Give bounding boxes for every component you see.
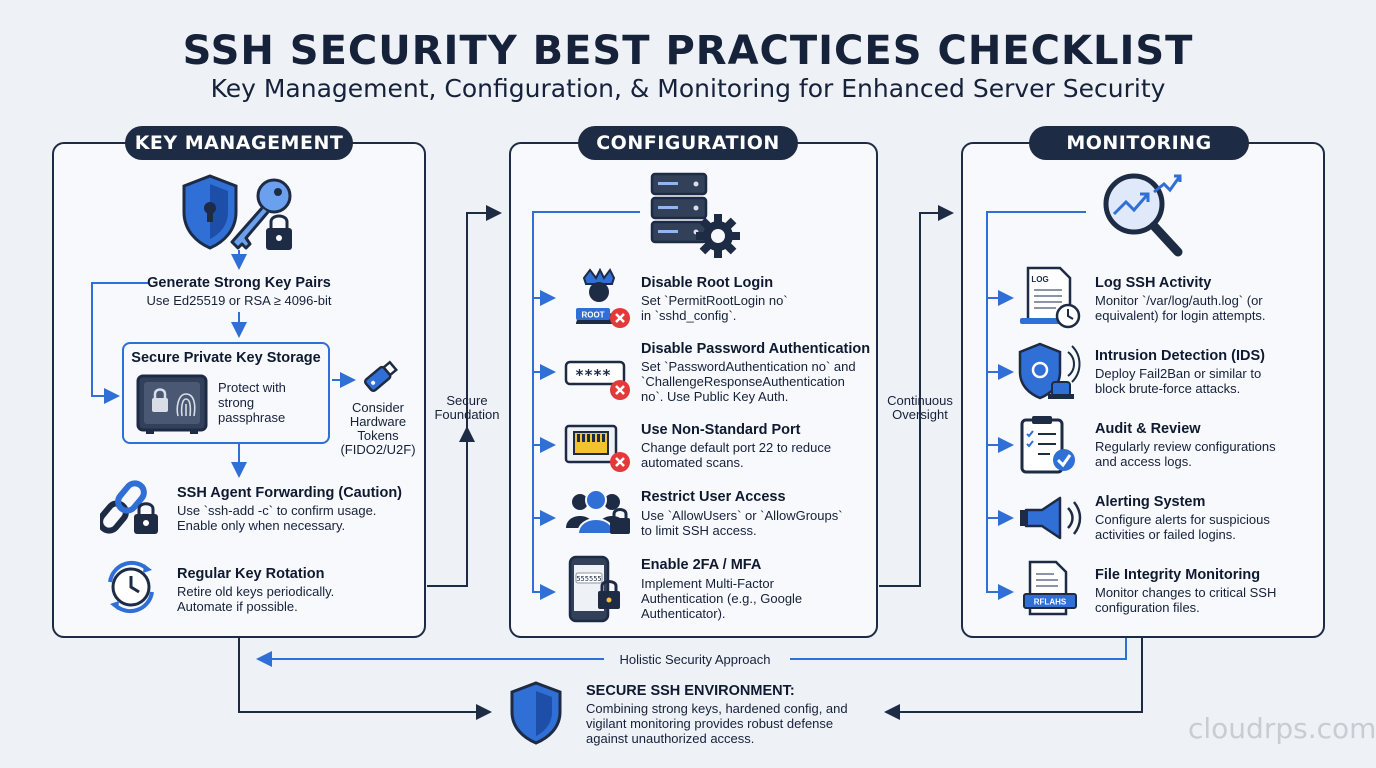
password-badge-text: **** — [575, 366, 611, 384]
password-field-blocked-icon: **** — [564, 360, 630, 400]
config-item-desc-2a: Change default port 22 to reduce — [641, 440, 832, 455]
secure-storage-title: Secure Private Key Storage — [131, 350, 321, 366]
continuous-oversight-line1: Continuous — [887, 393, 953, 408]
monitor-item-title-1: Intrusion Detection (IDS) — [1095, 348, 1265, 364]
agent-forwarding-title: SSH Agent Forwarding (Caution) — [177, 485, 403, 501]
server-gear-icon — [650, 172, 740, 258]
generate-key-desc: Use Ed25519 or RSA ≥ 4096-bit — [146, 293, 332, 308]
generate-key-title: Generate Strong Key Pairs — [147, 275, 331, 291]
root-user-blocked-icon: ROOT — [576, 268, 630, 328]
key-management-label: KEY MANAGEMENT — [125, 126, 353, 160]
clock-rotation-icon — [108, 560, 154, 614]
monitor-item-desc-4b: configuration files. — [1095, 600, 1200, 615]
footer-title: SECURE SSH ENVIRONMENT: — [586, 683, 795, 699]
monitoring-label: MONITORING — [1029, 126, 1249, 160]
watermark: cloudrps.com — [1188, 712, 1376, 745]
page-subtitle: Key Management, Configuration, & Monitor… — [210, 74, 1166, 103]
key-rotation-desc2: Automate if possible. — [177, 599, 298, 614]
hash-badge-text: RFLAHS — [1034, 598, 1067, 607]
storage-desc-line3: passphrase — [218, 410, 286, 425]
hardware-token-line1: Consider — [351, 400, 405, 415]
shield-icon — [510, 681, 562, 745]
config-item-title-3: Restrict User Access — [641, 489, 786, 505]
configuration-label: CONFIGURATION — [578, 126, 798, 160]
footer-desc1: Combining strong keys, hardened config, … — [586, 701, 848, 716]
phone-lock-icon: 555555 — [568, 555, 620, 623]
config-item-desc-3a: Use `AllowUsers` or `AllowGroups` — [641, 508, 843, 523]
config-item-desc-0a: Set `PermitRootLogin no` — [641, 293, 788, 308]
monitor-item-desc-1a: Deploy Fail2Ban or similar to — [1095, 366, 1262, 381]
monitor-item-desc-0b: equivalent) for login attempts. — [1095, 308, 1266, 323]
monitor-item-desc-0a: Monitor `/var/log/auth.log` (or — [1095, 293, 1263, 308]
storage-desc-line2: strong — [218, 395, 255, 410]
hardware-token-line2: Hardware — [349, 414, 407, 429]
config-item-desc-1a: Set `PasswordAuthentication no` and — [641, 359, 856, 374]
key-rotation-desc1: Retire old keys periodically. — [177, 584, 335, 599]
hardware-token-line4: (FIDO2/U2F) — [340, 442, 416, 457]
monitor-item-title-0: Log SSH Activity — [1095, 275, 1212, 291]
config-item-title-2: Use Non-Standard Port — [641, 422, 801, 438]
file-hash-icon: RFLAHS — [1023, 560, 1077, 616]
log-file-clock-icon: LOG — [1020, 266, 1081, 329]
agent-forwarding-desc2: Enable only when necessary. — [177, 518, 346, 533]
footer-desc3: against unauthorized access. — [586, 731, 755, 746]
config-item-title-0: Disable Root Login — [641, 275, 774, 291]
fingerprint-safe-icon — [136, 374, 208, 434]
mfa-badge-text: 555555 — [576, 575, 601, 583]
monitor-item-desc-4a: Monitor changes to critical SSH — [1095, 585, 1277, 600]
monitor-item-desc-3a: Configure alerts for suspicious — [1095, 512, 1270, 527]
log-badge-text: LOG — [1031, 275, 1048, 284]
monitor-item-desc-1b: block brute-force attacks. — [1095, 381, 1241, 396]
secure-foundation-line2: Foundation — [434, 407, 500, 422]
continuous-oversight-line2: Oversight — [892, 407, 948, 422]
page-title: SSH SECURITY BEST PRACTICES CHECKLIST — [182, 28, 1194, 74]
root-badge-text: ROOT — [581, 311, 604, 320]
config-item-desc-1b: `ChallengeResponseAuthentication — [641, 374, 845, 389]
config-item-desc-2b: automated scans. — [641, 455, 744, 470]
monitor-item-title-3: Alerting System — [1095, 494, 1206, 510]
magnifier-chart-icon — [1103, 173, 1183, 257]
monitor-item-title-2: Audit & Review — [1095, 421, 1201, 437]
monitor-item-title-4: File Integrity Monitoring — [1095, 567, 1261, 583]
secure-foundation-line1: Secure — [446, 393, 488, 408]
megaphone-icon — [1020, 496, 1082, 540]
config-item-title-4: Enable 2FA / MFA — [641, 557, 762, 573]
monitor-item-desc-2a: Regularly review configurations — [1095, 439, 1276, 454]
config-item-title-1: Disable Password Authentication — [641, 341, 871, 357]
config-item-desc-4b: Authentication (e.g., Google — [641, 591, 803, 606]
clipboard-check-icon — [1020, 416, 1075, 474]
monitor-item-desc-3b: activities or failed logins. — [1095, 527, 1236, 542]
config-item-desc-4a: Implement Multi-Factor — [641, 576, 774, 591]
config-item-desc-4c: Authenticator). — [641, 606, 726, 621]
holistic-approach-label: Holistic Security Approach — [619, 652, 771, 667]
chain-lock-icon — [100, 480, 158, 534]
agent-forwarding-desc1: Use `ssh-add -c` to confirm usage. — [177, 503, 377, 518]
footer-desc2: vigilant monitoring provides robust defe… — [586, 716, 834, 731]
config-item-desc-3b: to limit SSH access. — [641, 523, 757, 538]
shield-key-lock-icon — [182, 174, 292, 250]
config-item-desc-0b: in `sshd_config`. — [641, 308, 737, 323]
key-rotation-title: Regular Key Rotation — [177, 566, 325, 582]
usb-token-icon — [363, 360, 398, 393]
network-port-blocked-icon — [564, 424, 630, 472]
user-group-lock-icon — [566, 489, 630, 535]
shield-alarm-icon — [1018, 342, 1081, 400]
hardware-token-line3: Tokens — [357, 428, 399, 443]
storage-desc-line1: Protect with — [218, 380, 286, 395]
config-item-desc-1c: no`. Use Public Key Auth. — [641, 389, 789, 404]
monitor-item-desc-2b: and access logs. — [1095, 454, 1192, 469]
